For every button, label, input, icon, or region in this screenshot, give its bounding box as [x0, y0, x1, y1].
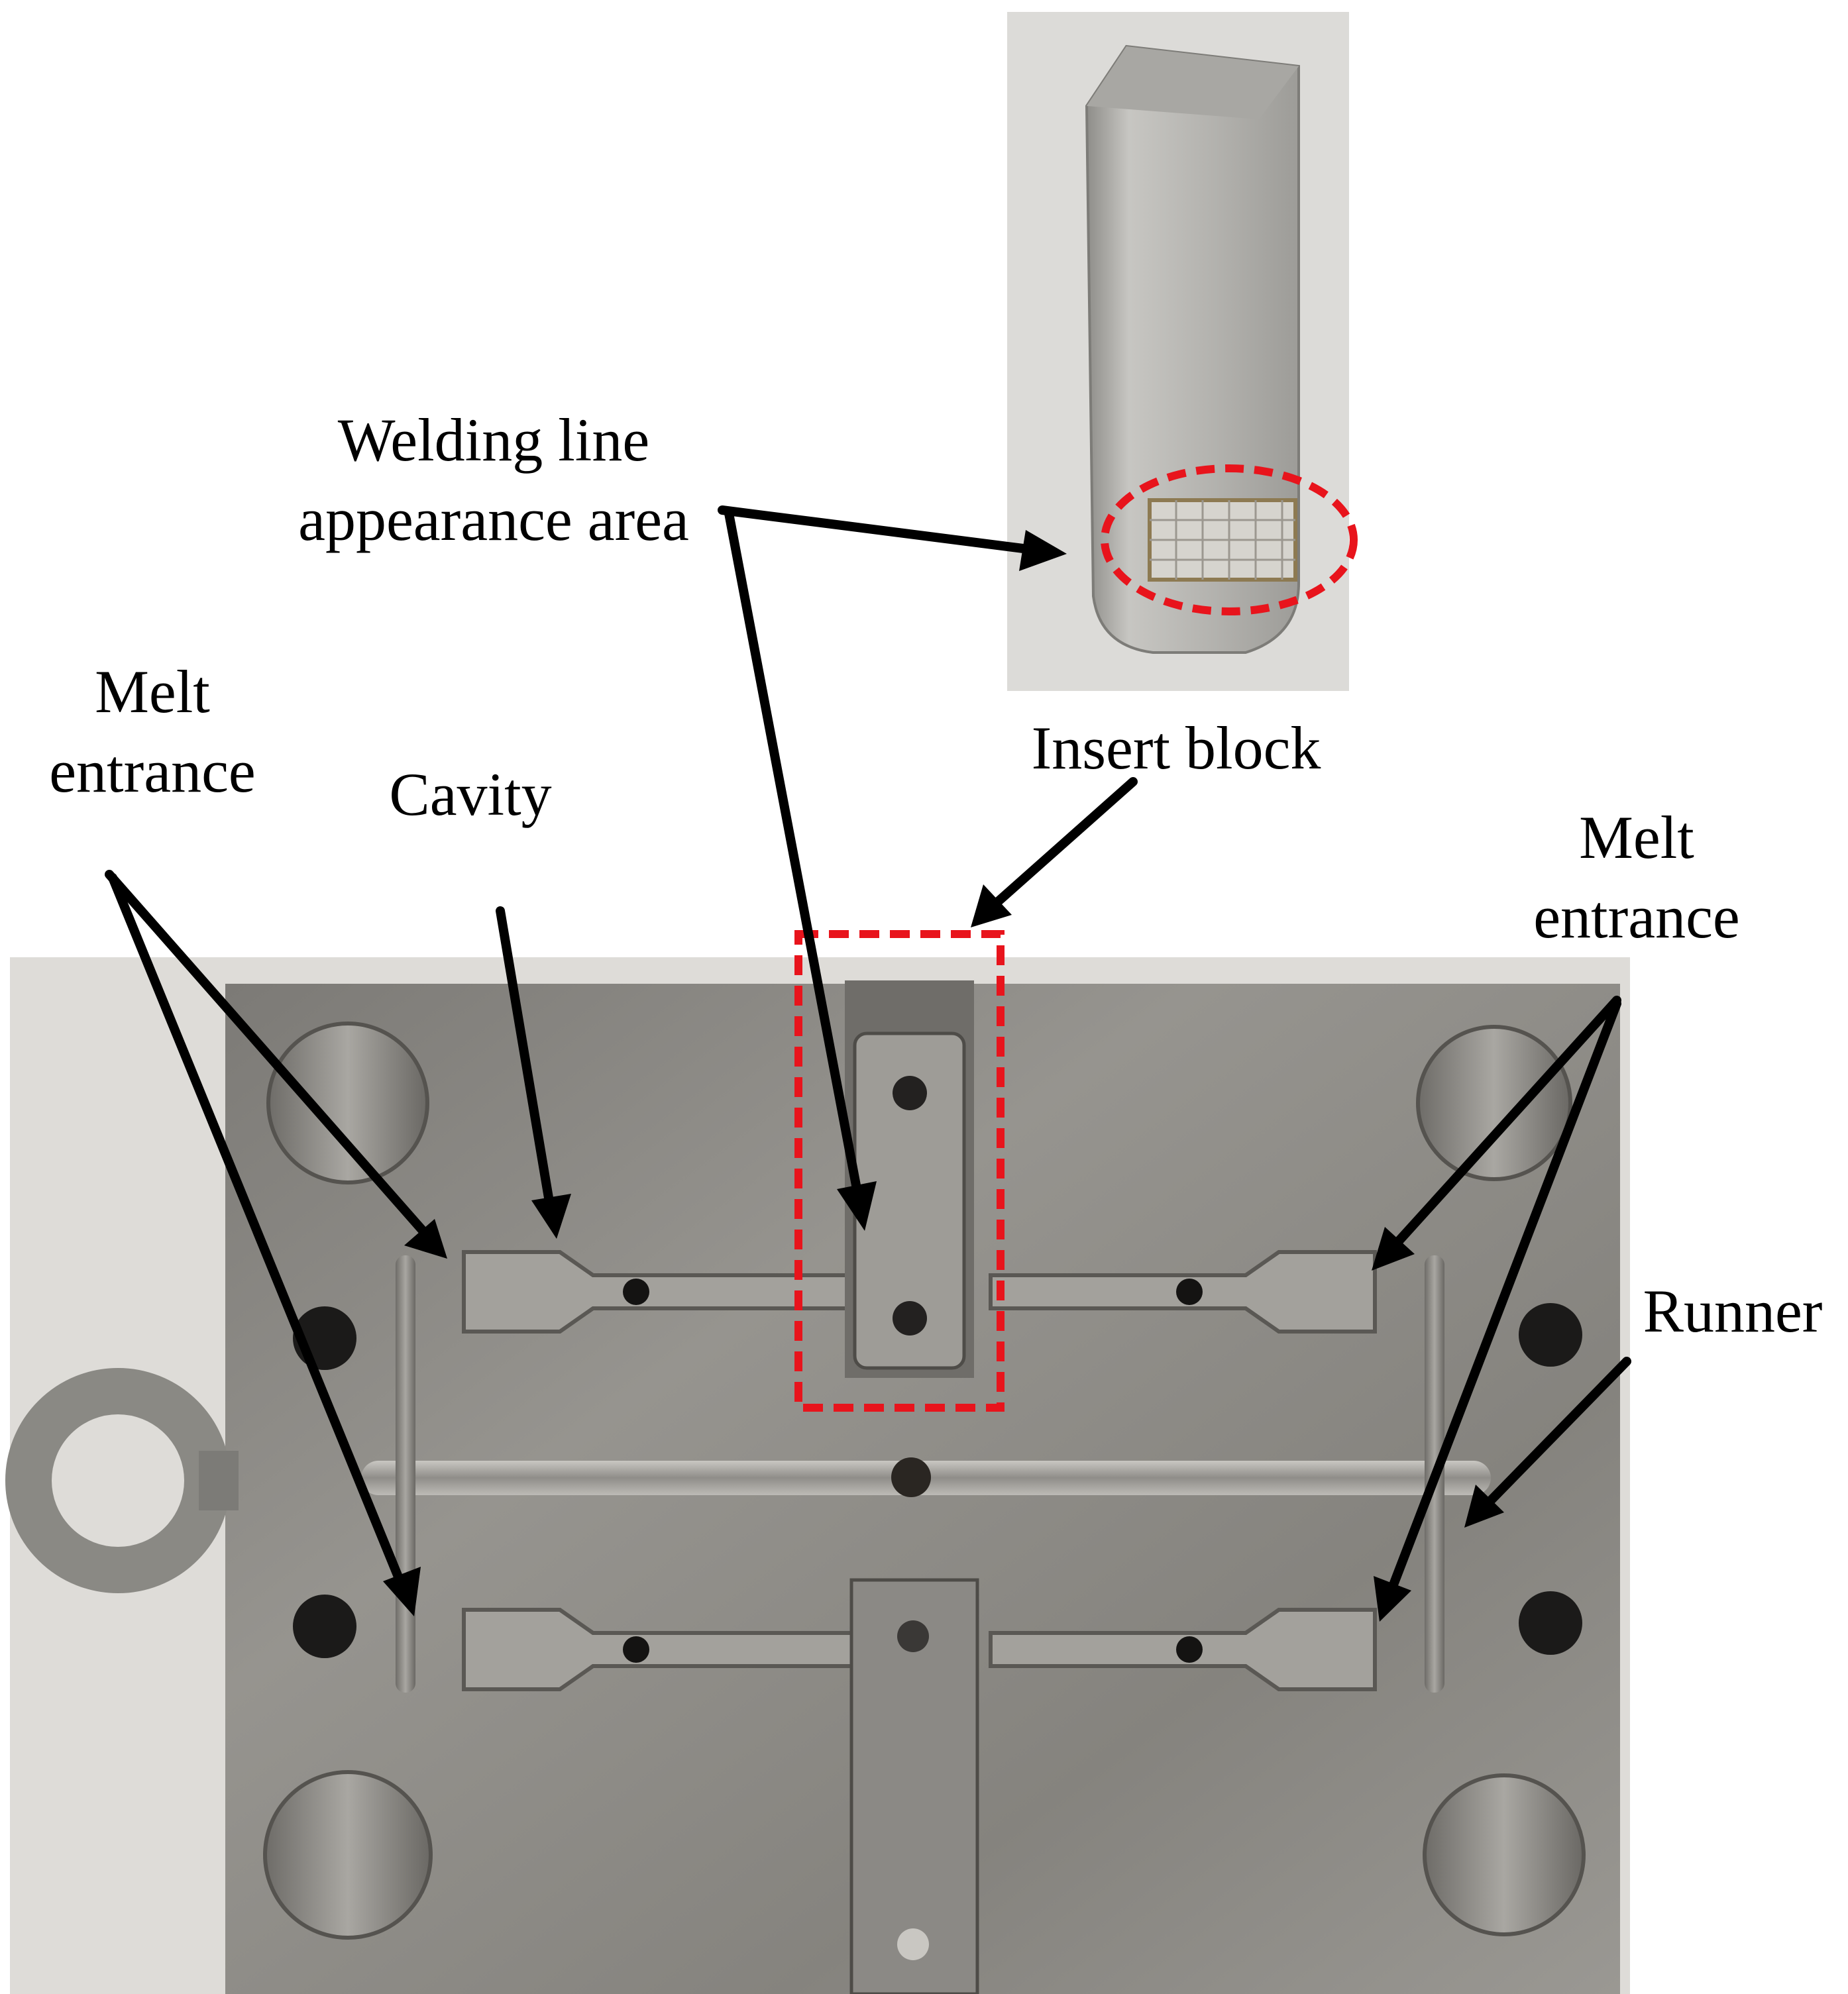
arrow-insert-block: [993, 777, 1138, 907]
arrowhead-cavity: [531, 1194, 571, 1239]
runner-label: Runner: [1643, 1277, 1823, 1345]
welding-line-label: Welding line appearance area: [265, 401, 722, 559]
guide-pins: [263, 1022, 1586, 1940]
insert-block-label: Insert block: [1031, 714, 1321, 782]
cavity-label: Cavity: [389, 761, 552, 828]
mold-photo: [5, 930, 1630, 1994]
arrowhead-welding-line-to-insert: [1019, 530, 1067, 571]
arrow-runner: [1483, 1357, 1631, 1508]
arrowhead-melt-entrance-right-top: [1372, 1227, 1415, 1271]
arrowhead-welding-line-to-mold: [837, 1181, 877, 1231]
arrow-welding-line-to-mold: [724, 509, 863, 1200]
arrow-melt-entrance-right-bottom: [1387, 999, 1621, 1595]
bolt-holes: [293, 1303, 1582, 1658]
insert-block-photo: [1007, 12, 1358, 691]
annotation-arrows: [105, 505, 1631, 1622]
melt-entrance-right-label: Melt entrance: [1511, 798, 1763, 957]
arrow-melt-entrance-right-top: [1390, 996, 1621, 1250]
cavity-pin-holes: [623, 1279, 1203, 1663]
welding-line-label-line2: appearance area: [298, 485, 689, 553]
guide-pin-bottom-left: [263, 1770, 433, 1940]
arrow-melt-entrance-left-bottom: [108, 873, 406, 1588]
arrow-melt-entrance-left-top: [105, 870, 429, 1237]
arrowhead-melt-entrance-left-top: [404, 1219, 447, 1259]
melt-entrance-right-label-line1: Melt: [1579, 804, 1694, 871]
welding-line-label-line1: Welding line: [337, 406, 650, 474]
melt-entrance-left-label-line1: Melt: [95, 658, 210, 725]
guide-pin-top-left: [266, 1022, 429, 1184]
melt-entrance-left-label: Melt entrance: [27, 653, 278, 811]
guide-pin-bottom-right: [1423, 1773, 1586, 1936]
lifting-eye-bolt: [5, 1368, 239, 1593]
sprue: [891, 1457, 931, 1497]
arrow-cavity: [496, 906, 555, 1210]
insert-block-top-face: [1087, 46, 1299, 119]
melt-entrance-right-label-line2: entrance: [1533, 882, 1740, 951]
melt-entrance-left-label-line2: entrance: [49, 737, 256, 805]
arrowhead-runner: [1464, 1485, 1504, 1528]
arrow-welding-line-to-insert: [718, 505, 1038, 554]
side-runner-left: [396, 1255, 415, 1693]
insert-block-highlight-box: [794, 930, 1005, 1412]
welding-line-highlight-ellipse: [1101, 464, 1358, 615]
arrowhead-insert-block: [971, 884, 1012, 927]
arrowhead-melt-entrance-right-bottom: [1374, 1576, 1411, 1622]
arrowhead-melt-entrance-left-bottom: [383, 1567, 421, 1616]
insert-block-pattern-grid: [1150, 500, 1295, 580]
guide-pin-top-right: [1416, 1025, 1572, 1181]
